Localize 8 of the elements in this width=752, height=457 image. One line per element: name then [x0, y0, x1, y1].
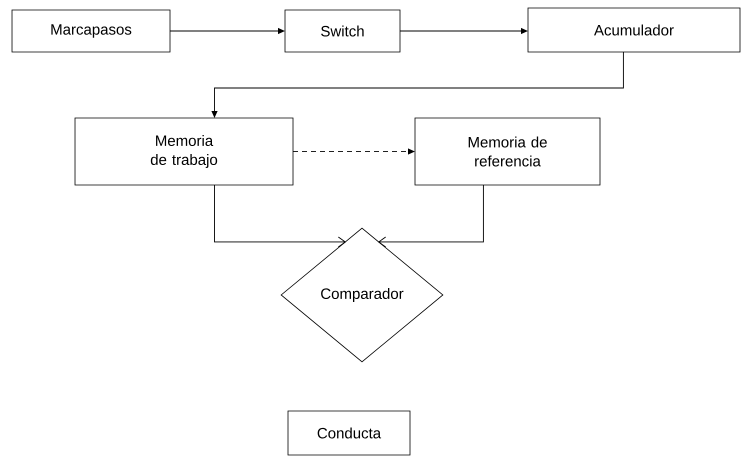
arrow: [378, 184, 484, 248]
process-box: Conducta: [288, 410, 410, 456]
process-box: Marcapasos: [12, 10, 170, 52]
process-box: Memoria de referencia: [414, 118, 600, 186]
arrow: [214, 184, 346, 248]
process-box: Switch: [284, 10, 400, 52]
process-box: Acumulador: [528, 8, 740, 52]
process-box: Memoria de trabajo: [74, 118, 294, 186]
